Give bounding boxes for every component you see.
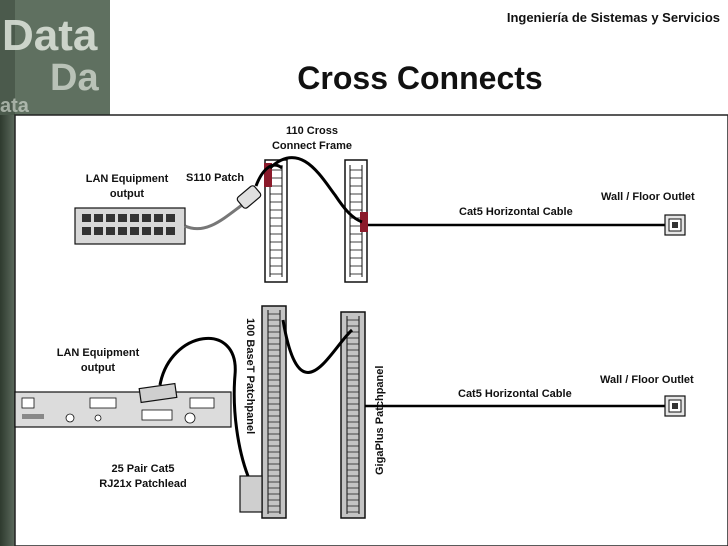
patch-cord-top: [184, 203, 243, 231]
watermark-word-3: ata: [0, 95, 30, 117]
equipment-port: [142, 227, 151, 235]
frame-red-block-right: [360, 212, 368, 232]
jumper-cable-top-1: [254, 163, 283, 187]
rj21-connector-equipment-icon: [138, 382, 178, 404]
watermark-word-1: Data: [2, 11, 98, 60]
equipment-port: [130, 214, 139, 222]
wall-outlet-bottom-label: Wall / Floor Outlet: [600, 374, 694, 386]
equipment-port: [94, 227, 103, 235]
lan-equipment-bottom-label: LAN Equipment output: [56, 347, 140, 374]
wall-outlet-top-label: Wall / Floor Outlet: [601, 191, 695, 203]
cross-connect-frame-label: 110 Cross Connect Frame: [271, 125, 353, 152]
equipment-port: [94, 214, 103, 222]
baset-patchpanel: [261, 305, 287, 519]
lan-equipment-bottom: [14, 391, 232, 428]
equipment-port: [106, 227, 115, 235]
gigaplus-patchpanel-label: GigaPlus Patchpanel: [374, 365, 386, 475]
cross-connect-frame-left: [264, 159, 288, 283]
equipment-port: [166, 227, 175, 235]
s110-patch-label: S110 Patch: [186, 172, 245, 184]
equipment-port: [166, 214, 175, 222]
equipment-port: [106, 214, 115, 222]
equipment-port: [142, 214, 151, 222]
equipment-port: [82, 214, 91, 222]
wall-outlet-top-icon: [664, 214, 686, 236]
lan-equipment-top-label: LAN Equipment output: [85, 173, 169, 200]
equipment-port: [118, 227, 127, 235]
left-decor-strip: [0, 0, 15, 546]
watermark-word-2: Da: [50, 57, 99, 99]
s110-plug-icon: [236, 185, 262, 209]
equipment-port: [82, 227, 91, 235]
lan-equipment-top: [74, 207, 186, 245]
content-frame: [14, 114, 728, 546]
top-left-decor-overlay: [15, 0, 110, 115]
organization-name: Ingeniería de Sistemas y Servicios: [506, 10, 720, 25]
equipment-port: [118, 214, 127, 222]
equipment-port: [130, 227, 139, 235]
rj21-connector-panel-icon: [239, 475, 263, 513]
slide-title: Cross Connects: [297, 60, 543, 96]
equipment-port: [154, 227, 163, 235]
jumper-cable-top-2: [268, 156, 363, 224]
gigaplus-patchpanel: [340, 311, 366, 519]
horizontal-cable-top-label: Cat5 Horizontal Cable: [459, 206, 573, 218]
rj21-patchlead-label: 25 Pair Cat5 RJ21x Patchlead: [99, 463, 187, 490]
rj21-patchlead-cable: [158, 337, 250, 477]
baset-patchpanel-label: 100 BaseT Patchpanel: [244, 318, 256, 435]
jumper-cable-bottom: [281, 319, 354, 374]
horizontal-cable-bottom-label: Cat5 Horizontal Cable: [458, 388, 572, 400]
frame-red-block-left: [264, 163, 272, 187]
equipment-port: [154, 214, 163, 222]
wall-outlet-bottom-icon: [664, 395, 686, 417]
